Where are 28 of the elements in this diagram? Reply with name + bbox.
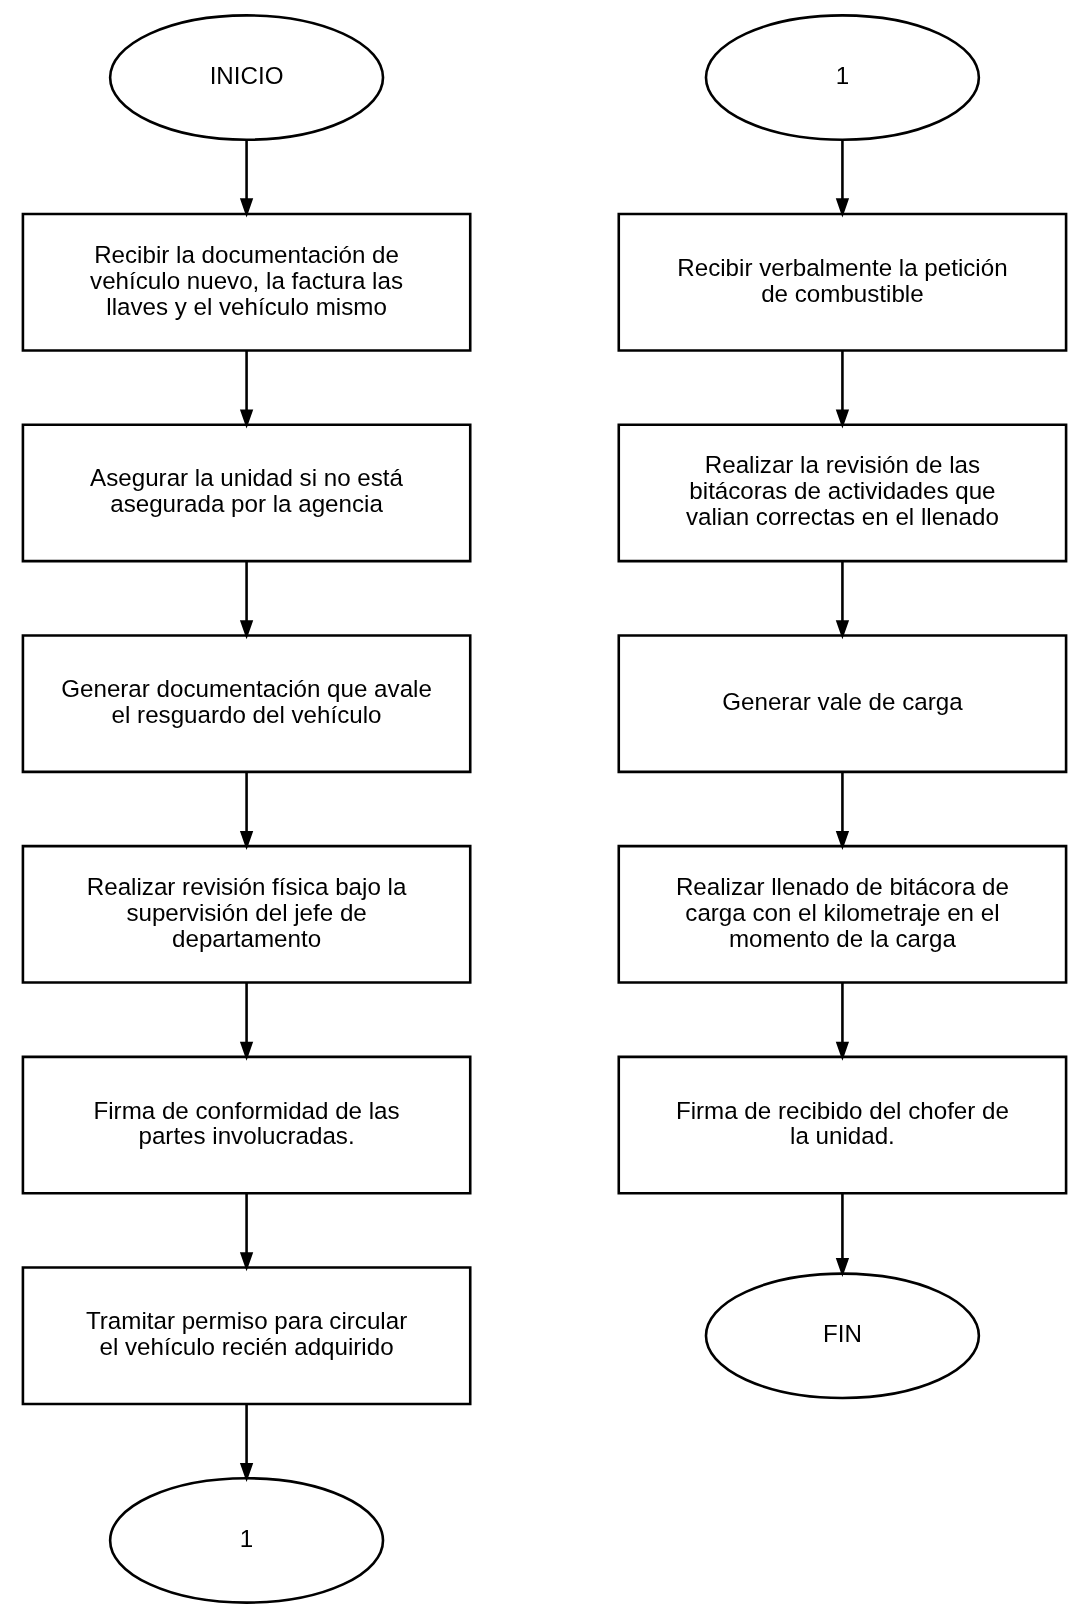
arrow [239, 1404, 254, 1483]
node-box: Tramitar permiso para circular el vehículo recién adquirido [21, 1266, 472, 1406]
node-box: Recibir verbalmente la petición de combustible [617, 212, 1068, 352]
node-box: Realizar revisión física bajo la supervisión del jefe de departamento [21, 844, 472, 984]
node-ellipse: INICIO [108, 14, 385, 142]
arrow [835, 350, 850, 429]
arrow [239, 561, 254, 640]
arrow [835, 982, 850, 1061]
arrow [239, 772, 254, 850]
node-box: Realizar la revisión de las bitácoras de actividades que valian correctas en el llenado [617, 423, 1068, 563]
arrow [239, 982, 254, 1061]
arrow [835, 140, 850, 218]
node-box: Generar documentación que avale el resguardo del vehículo [21, 634, 472, 774]
arrow [239, 140, 254, 218]
node-ellipse: 1 [108, 1476, 385, 1604]
node-box: Recibir la documentación de vehículo nuevo, la factura las llaves y el vehículo mismo [21, 212, 472, 352]
node-box: Asegurar la unidad si no está asegurada por la agencia [21, 423, 472, 563]
arrow [835, 561, 850, 640]
arrow [239, 1193, 254, 1272]
arrow [239, 350, 254, 429]
arrow [835, 1193, 850, 1277]
arrow [835, 772, 850, 850]
node-ellipse: FIN [704, 1272, 981, 1400]
node-box: Firma de recibido del chofer de la unidad. [617, 1055, 1068, 1195]
node-ellipse: 1 [704, 14, 981, 142]
node-box: Realizar llenado de bitácora de carga con el kilometraje en el momento de la carga [617, 844, 1068, 984]
node-box: Firma de conformidad de las partes involucradas. [21, 1055, 472, 1195]
node-box: Generar vale de carga [617, 634, 1068, 774]
